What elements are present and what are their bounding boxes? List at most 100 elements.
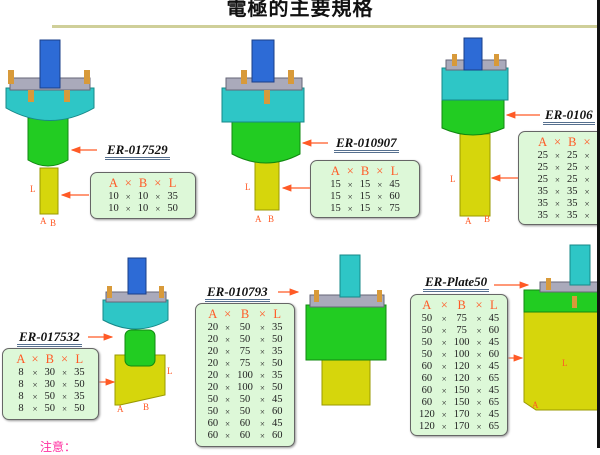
header-cell: L (75, 352, 84, 366)
header-cell: × (553, 135, 561, 149)
table-cell: 60 (271, 406, 283, 417)
table-cell: 50 (421, 325, 433, 336)
table-cell: 8 (18, 379, 24, 390)
times-sign: × (476, 338, 482, 348)
table-cell: 120 (453, 361, 470, 372)
table-cell: 50 (271, 382, 283, 393)
table-row: 50×100×60 (416, 349, 502, 361)
table-cell: 65 (488, 421, 500, 432)
note-label: 注意： (40, 440, 77, 454)
table-cell: 100 (453, 337, 470, 348)
electrode-er-010793-image (305, 254, 387, 406)
table-row: 25×25× (534, 162, 593, 174)
table-cell: 8 (18, 367, 24, 378)
times-sign: × (476, 374, 482, 384)
spec-table-er-0106: A×B×25×25×25×25×25×25×35×35×35×35×35×35× (518, 131, 600, 225)
times-sign: × (62, 392, 68, 402)
times-sign: × (476, 314, 482, 324)
table-cell: 75 (389, 203, 400, 214)
table-row: 60×150×65 (416, 397, 502, 409)
table-cell: 60 (389, 191, 400, 202)
table-cell: 20 (207, 322, 219, 333)
times-sign: × (259, 359, 265, 369)
times-sign: × (125, 192, 131, 202)
svg-text:L: L (30, 184, 36, 194)
times-sign: × (259, 335, 265, 345)
table-row: 50×50×60 (205, 406, 286, 418)
table-cell: 20 (207, 334, 219, 345)
table-row: 8×30×35 (13, 367, 87, 379)
page-title: 電極的主要規格 (226, 0, 374, 20)
table-cell: 45 (271, 394, 283, 405)
svg-text:L: L (245, 182, 251, 192)
table-cell: 35 (74, 391, 85, 402)
table-cell: 50 (239, 322, 251, 333)
header-cell: L (273, 307, 281, 321)
times-sign: × (554, 175, 560, 185)
model-label-er-017529: ER-017529 (105, 143, 170, 160)
times-sign: × (62, 404, 68, 414)
table-row: 8×50×50 (13, 403, 87, 415)
table-cell: 50 (421, 349, 433, 360)
times-sign: × (259, 323, 265, 333)
table-cell: 60 (239, 430, 251, 441)
header-cell: A (108, 176, 118, 190)
svg-text:A: A (255, 214, 262, 224)
svg-text:L: L (450, 174, 456, 184)
table-cell: 35 (271, 370, 283, 381)
header-cell: B (138, 176, 148, 190)
table-cell: 10 (137, 203, 149, 214)
table-row: 60×150×45 (416, 385, 502, 397)
table-cell: 75 (239, 358, 251, 369)
times-sign: × (476, 410, 482, 420)
table-cell: 65 (488, 373, 500, 384)
table-cell: 20 (207, 358, 219, 369)
header-cell: A (208, 307, 218, 321)
table-cell: 60 (421, 397, 433, 408)
times-sign: × (62, 380, 68, 390)
times-sign: × (584, 187, 590, 197)
times-sign: × (441, 398, 447, 408)
model-label-er-plate50: ER-Plate50 (423, 275, 490, 292)
table-cell: 35 (74, 367, 85, 378)
times-sign: × (476, 398, 482, 408)
electrode-er-plate50-image (523, 244, 600, 411)
times-sign: × (32, 392, 38, 402)
table-cell: 35 (537, 186, 548, 197)
table-cell: 60 (421, 373, 433, 384)
table-cell: 60 (421, 385, 433, 396)
times-sign: × (441, 410, 447, 420)
table-cell: 60 (239, 418, 251, 429)
table-cell: 25 (537, 150, 548, 161)
table-header: A×B×L (327, 164, 403, 179)
table-cell: 50 (239, 406, 251, 417)
svg-text:A: A (532, 400, 539, 410)
svg-text:A: A (117, 404, 124, 414)
times-sign: × (259, 371, 265, 381)
table-row: 10×10×50 (105, 203, 181, 215)
table-cell: 60 (271, 430, 283, 441)
times-sign: × (554, 187, 560, 197)
table-cell: 15 (330, 203, 341, 214)
table-cell: 20 (207, 382, 219, 393)
times-sign: × (441, 338, 447, 348)
times-sign: × (225, 431, 231, 441)
table-row: 8×50×35 (13, 391, 87, 403)
times-sign: × (225, 407, 231, 417)
table-cell: 65 (488, 397, 500, 408)
table-cell: 120 (418, 409, 435, 420)
table-row: 20×75×35 (205, 346, 286, 358)
electrode-er-0106-image (441, 37, 509, 217)
times-sign: × (584, 151, 590, 161)
table-header: A×B×L (416, 298, 502, 313)
svg-text:L: L (562, 358, 568, 368)
table-cell: 15 (359, 179, 371, 190)
times-sign: × (441, 326, 447, 336)
table-cell: 120 (418, 421, 435, 432)
table-row: 20×75×50 (205, 358, 286, 370)
times-sign: × (225, 383, 231, 393)
times-sign: × (377, 204, 383, 214)
table-cell: 8 (18, 403, 24, 414)
